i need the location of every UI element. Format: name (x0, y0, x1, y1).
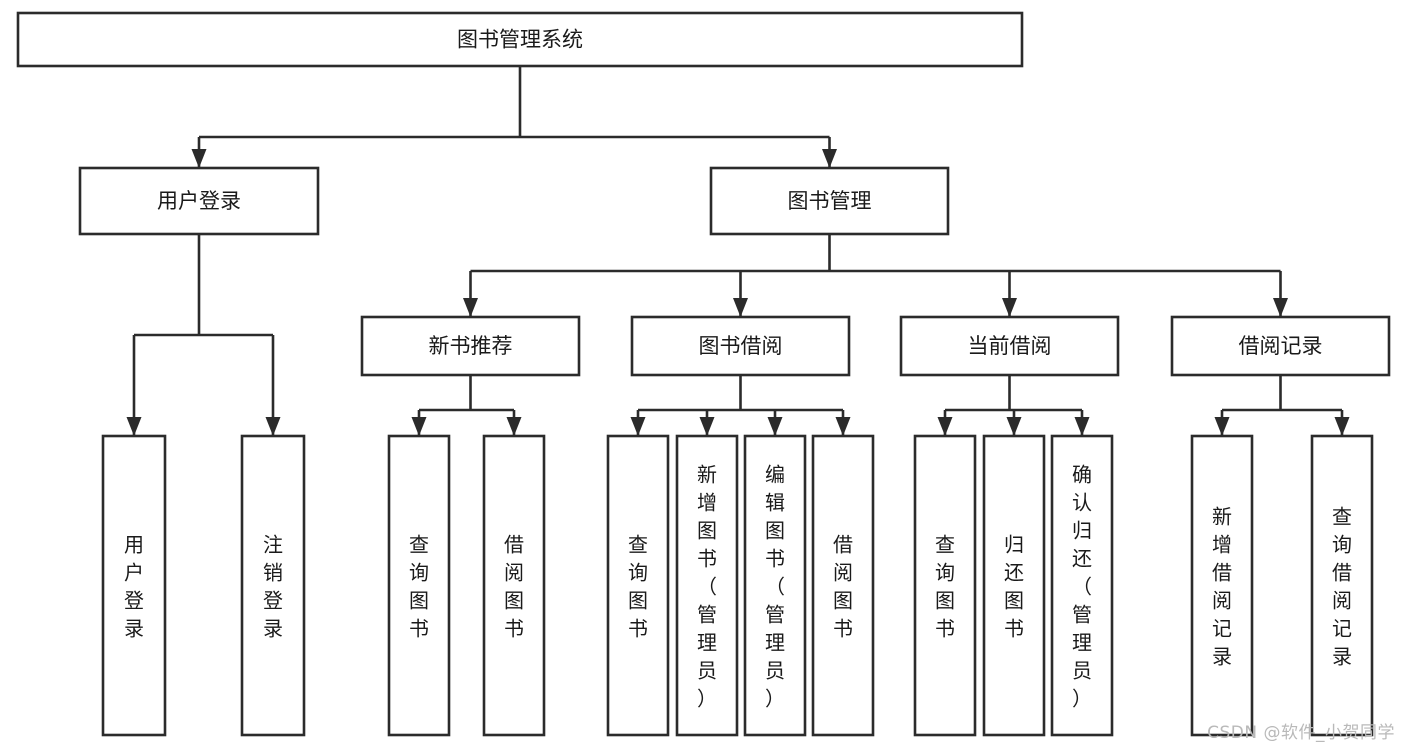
node-leaf-1[interactable]: 注销登录 (240, 434, 306, 737)
node-root-0[interactable]: 图书管理系统 (16, 11, 1024, 68)
node-label: 查询图书 (409, 532, 429, 640)
node-leaf-10[interactable]: 确认归还（管理员） (1050, 434, 1114, 737)
arrow-head-icon (767, 417, 783, 436)
node-box (913, 434, 977, 737)
arrow-head-icon (699, 417, 715, 436)
node-box (1190, 434, 1254, 737)
node-box (982, 434, 1046, 737)
node-box (630, 315, 851, 377)
node-label: 新增图书（管理员） (697, 462, 717, 710)
node-box (101, 434, 167, 737)
node-label: 借阅图书 (504, 532, 524, 640)
node-leaf-9[interactable]: 归还图书 (982, 434, 1046, 737)
arrow-head-icon (1002, 298, 1017, 317)
node-label: 用户登录 (157, 189, 241, 213)
arrow-head-icon (630, 417, 646, 436)
node-label: 确认归还（管理员） (1072, 462, 1092, 710)
node-box (360, 315, 581, 377)
arrow-head-icon (1006, 417, 1022, 436)
node-l2-1[interactable]: 图书管理 (709, 166, 950, 236)
node-l3-2[interactable]: 当前借阅 (899, 315, 1120, 377)
node-label: 图书借阅 (699, 334, 783, 358)
node-leaf-4[interactable]: 查询图书 (606, 434, 670, 737)
node-l3-0[interactable]: 新书推荐 (360, 315, 581, 377)
arrow-head-icon (835, 417, 851, 436)
node-box (606, 434, 670, 737)
node-leaf-2[interactable]: 查询图书 (387, 434, 451, 737)
node-label: 查询借阅记录 (1332, 504, 1352, 668)
arrow-head-icon (1334, 417, 1350, 436)
node-leaf-7[interactable]: 借阅图书 (811, 434, 875, 737)
node-label: 查询图书 (935, 532, 955, 640)
node-leaf-6[interactable]: 编辑图书（管理员） (743, 434, 807, 737)
node-box (1170, 315, 1391, 377)
node-label: 当前借阅 (968, 334, 1052, 358)
arrow-head-icon (1074, 417, 1090, 436)
node-box (675, 434, 739, 737)
node-label: 查询图书 (628, 532, 648, 640)
arrow-head-icon (822, 149, 837, 168)
node-box (482, 434, 546, 737)
node-label: 图书管理 (788, 189, 872, 213)
node-label: 归还图书 (1004, 532, 1024, 640)
node-box (811, 434, 875, 737)
node-box (240, 434, 306, 737)
arrow-head-icon (411, 417, 427, 436)
node-label: 新增借阅记录 (1212, 504, 1232, 668)
node-layer: 图书管理系统用户登录图书管理新书推荐图书借阅当前借阅借阅记录用户登录注销登录查询… (16, 11, 1391, 737)
node-box (1050, 434, 1114, 737)
node-l2-0[interactable]: 用户登录 (78, 166, 320, 236)
arrow-head-icon (1273, 298, 1288, 317)
arrow-head-icon (126, 417, 142, 436)
node-label: 编辑图书（管理员） (765, 462, 785, 710)
connector-layer (126, 66, 1350, 436)
node-box (16, 11, 1024, 68)
arrow-head-icon (265, 417, 281, 436)
node-label: 借阅图书 (833, 532, 853, 640)
node-label: 注销登录 (263, 532, 283, 640)
watermark-label: CSDN @软件_小贺同学 (1207, 723, 1395, 743)
arrow-head-icon (506, 417, 522, 436)
arrow-head-icon (191, 149, 207, 168)
arrow-head-icon (463, 298, 478, 317)
arrow-head-icon (733, 298, 748, 317)
node-box (1310, 434, 1374, 737)
node-label: 借阅记录 (1239, 334, 1323, 358)
node-leaf-11[interactable]: 新增借阅记录 (1190, 434, 1254, 737)
arrow-head-icon (1214, 417, 1230, 436)
node-leaf-3[interactable]: 借阅图书 (482, 434, 546, 737)
node-box (709, 166, 950, 236)
node-box (743, 434, 807, 737)
node-l3-3[interactable]: 借阅记录 (1170, 315, 1391, 377)
node-label: 新书推荐 (429, 334, 513, 358)
node-leaf-12[interactable]: 查询借阅记录 (1310, 434, 1374, 737)
node-box (899, 315, 1120, 377)
node-l3-1[interactable]: 图书借阅 (630, 315, 851, 377)
node-leaf-8[interactable]: 查询图书 (913, 434, 977, 737)
arrow-head-icon (937, 417, 953, 436)
node-box (78, 166, 320, 236)
node-label: 图书管理系统 (457, 28, 583, 52)
node-leaf-5[interactable]: 新增图书（管理员） (675, 434, 739, 737)
node-label: 用户登录 (124, 532, 144, 640)
node-leaf-0[interactable]: 用户登录 (101, 434, 167, 737)
node-box (387, 434, 451, 737)
